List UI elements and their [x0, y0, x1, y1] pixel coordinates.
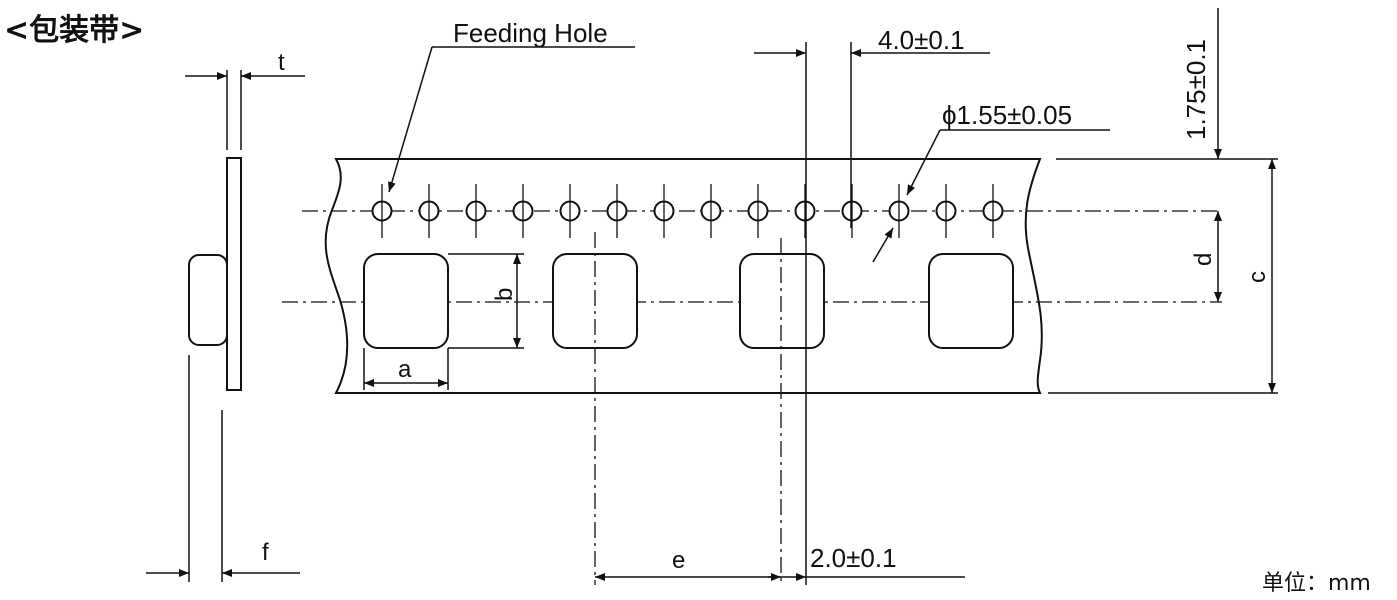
- pocket: [928, 253, 1014, 349]
- side-view: [146, 70, 305, 582]
- feeding-holes: [371, 184, 1004, 238]
- edge-distance-label: 1.75±0.1: [1181, 39, 1211, 140]
- e-label: e: [672, 547, 685, 574]
- unit-label: 单位：mm: [1262, 571, 1371, 596]
- tape-outline: [324, 158, 1043, 394]
- a-label: a: [398, 356, 412, 383]
- pitch-label: 4.0±0.1: [878, 25, 965, 55]
- hole-diameter-label: ϕ1.55±0.05: [942, 100, 1072, 130]
- pockets: [363, 253, 1014, 349]
- c-label: c: [1244, 271, 1271, 283]
- f-label: f: [262, 539, 269, 566]
- pocket: [363, 253, 449, 349]
- offset-label: 2.0±0.1: [810, 543, 897, 573]
- page-title: <包装带>: [4, 13, 144, 48]
- feeding-hole-label: Feeding Hole: [453, 18, 608, 48]
- pocket: [739, 253, 825, 349]
- pocket-center-marks: [594, 232, 782, 585]
- dimension-lines: [363, 8, 1278, 585]
- d-label: d: [1190, 253, 1217, 266]
- b-label: b: [491, 288, 518, 301]
- thickness-label: t: [278, 49, 285, 76]
